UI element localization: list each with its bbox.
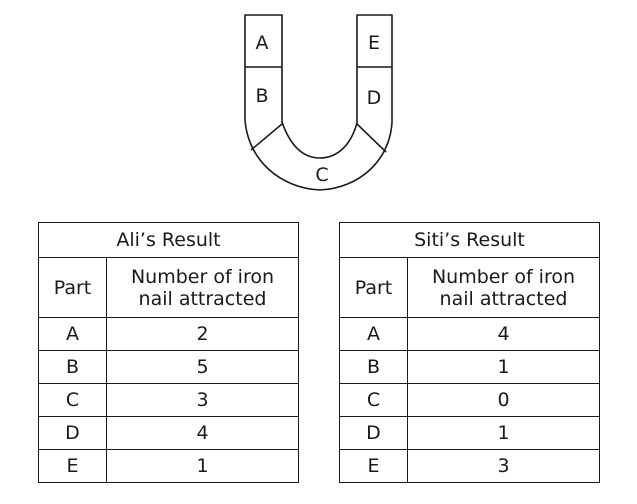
count-cell: 5: [106, 350, 299, 384]
part-cell: E: [38, 449, 107, 483]
table-row: B 5: [38, 350, 299, 384]
u-shaped-magnet-diagram: A B C D E: [244, 14, 393, 191]
count-cell: 3: [106, 383, 299, 417]
count-cell: 2: [106, 317, 299, 351]
divider-d-c: [356, 123, 387, 153]
part-label-b: B: [255, 85, 268, 107]
part-label-e: E: [368, 32, 380, 54]
magnet-outline: [244, 14, 393, 191]
count-cell: 3: [407, 449, 600, 483]
count-cell: 4: [106, 416, 299, 450]
table-row: B 1: [339, 350, 600, 384]
table-row: E 1: [38, 449, 299, 483]
column-header-count-line2: nail attracted: [439, 287, 568, 310]
part-cell: E: [339, 449, 408, 483]
count-cell: 1: [106, 449, 299, 483]
part-cell: D: [339, 416, 408, 450]
table-row: A 4: [339, 317, 600, 351]
ali-result-table: Ali’s Result Part Number of iron nail at…: [38, 222, 299, 483]
table-title: Ali’s Result: [38, 222, 299, 258]
part-cell: B: [38, 350, 107, 384]
column-header-part: Part: [339, 257, 408, 318]
column-header-count: Number of iron nail attracted: [407, 257, 600, 318]
column-header-count-line2: nail attracted: [138, 287, 267, 310]
divider-b-c: [250, 123, 283, 151]
count-cell: 4: [407, 317, 600, 351]
column-header-part: Part: [38, 257, 107, 318]
table-row: E 3: [339, 449, 600, 483]
siti-result-table: Siti’s Result Part Number of iron nail a…: [339, 222, 600, 483]
part-label-a: A: [256, 32, 269, 54]
column-header-count-line1: Number of iron: [130, 265, 275, 288]
column-header-count-line1: Number of iron: [431, 265, 576, 288]
table-row: A 2: [38, 317, 299, 351]
part-cell: C: [339, 383, 408, 417]
count-cell: 1: [407, 416, 600, 450]
part-label-c: C: [315, 164, 328, 186]
table-row: C 3: [38, 383, 299, 417]
part-cell: A: [339, 317, 408, 351]
count-cell: 1: [407, 350, 600, 384]
column-header-count: Number of iron nail attracted: [106, 257, 299, 318]
count-cell: 0: [407, 383, 600, 417]
table-row: D 4: [38, 416, 299, 450]
part-cell: D: [38, 416, 107, 450]
part-label-d: D: [367, 87, 382, 109]
table-row: D 1: [339, 416, 600, 450]
table-title: Siti’s Result: [339, 222, 600, 258]
part-cell: B: [339, 350, 408, 384]
table-row: C 0: [339, 383, 600, 417]
part-cell: C: [38, 383, 107, 417]
part-cell: A: [38, 317, 107, 351]
